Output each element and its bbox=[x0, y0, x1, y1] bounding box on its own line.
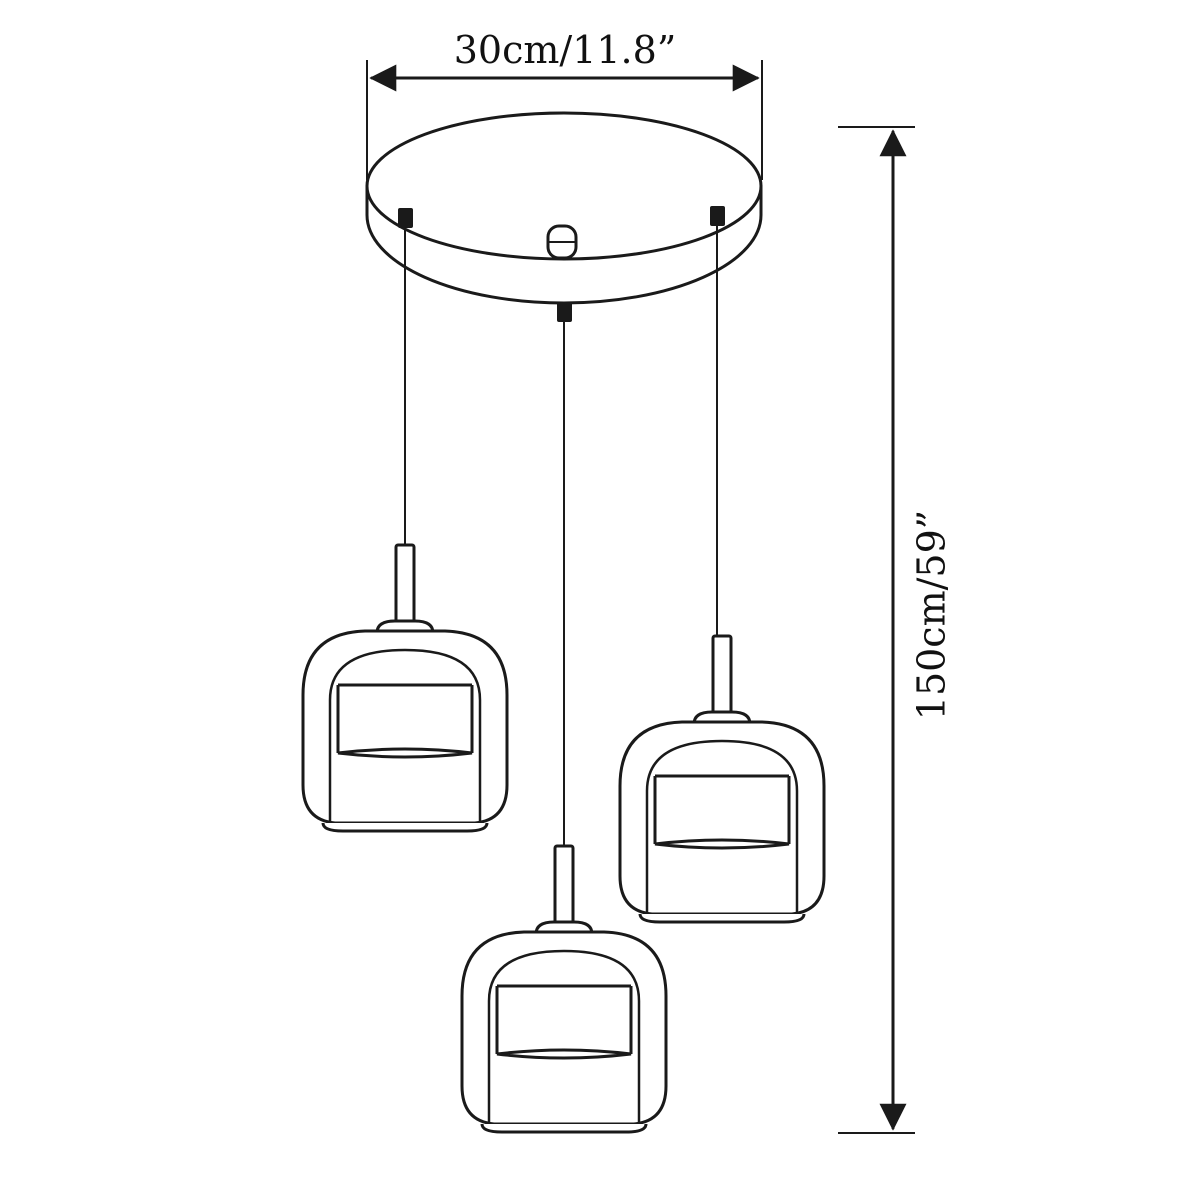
shade-diffuser bbox=[336, 683, 474, 753]
pendant-shades bbox=[301, 543, 826, 1134]
width-dimension: 30cm/11.8” bbox=[366, 28, 763, 180]
shade-diffuser bbox=[495, 984, 633, 1054]
shade-stem bbox=[394, 543, 416, 625]
pendant-center bbox=[460, 844, 668, 1134]
cable-grips bbox=[398, 206, 725, 322]
height-dimension: 150cm/59” bbox=[838, 126, 954, 1134]
shade-outer-glass bbox=[618, 720, 826, 916]
canopy-screw-icon bbox=[546, 224, 578, 260]
shade-inner-glass bbox=[328, 648, 482, 823]
width-label: 30cm/11.8” bbox=[454, 28, 677, 72]
ceiling-canopy bbox=[365, 111, 763, 305]
shade-stem bbox=[711, 634, 733, 716]
shade-base-ring bbox=[480, 1123, 648, 1134]
shade-outer-glass bbox=[301, 629, 509, 825]
shade-diffuser-bottom bbox=[337, 747, 473, 759]
shade-base-ring bbox=[638, 913, 806, 924]
shade-diffuser-bottom bbox=[654, 838, 790, 850]
shade-diffuser-bottom bbox=[496, 1048, 632, 1060]
shade-base-ring bbox=[321, 822, 489, 833]
cable-grip-center bbox=[557, 302, 572, 322]
shade-inner-glass bbox=[487, 949, 641, 1124]
cable-grip-left bbox=[398, 208, 413, 228]
pendant-left bbox=[301, 543, 509, 833]
height-label: 150cm/59” bbox=[910, 510, 954, 720]
cable-grip-right bbox=[710, 206, 725, 226]
shade-diffuser bbox=[653, 774, 791, 844]
shade-inner-glass bbox=[645, 739, 799, 914]
cables bbox=[404, 226, 718, 848]
pendant-right bbox=[618, 634, 826, 924]
shade-outer-glass bbox=[460, 930, 668, 1126]
shade-stem bbox=[553, 844, 575, 926]
